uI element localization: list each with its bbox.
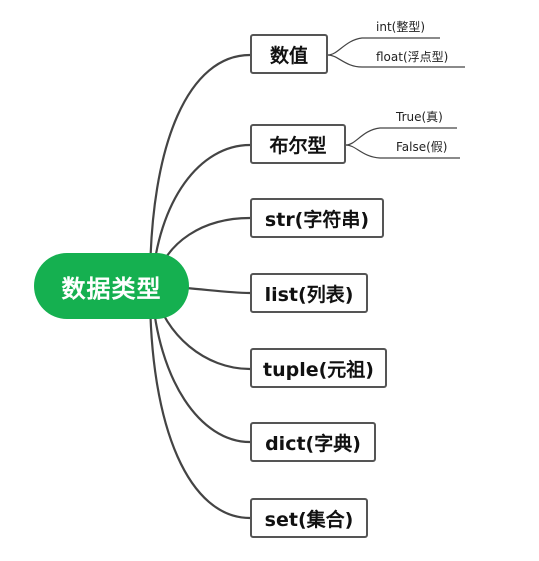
branch-node-dict[interactable]: dict(字典) <box>250 422 376 462</box>
connector-false <box>345 144 460 159</box>
leaf-false[interactable]: False(假) <box>396 140 448 154</box>
leaf-int[interactable]: int(整型) <box>376 20 426 34</box>
connector-int <box>327 37 440 56</box>
branch-node-str[interactable]: str(字符串) <box>250 198 384 238</box>
connector-dict <box>150 288 252 444</box>
connector-list <box>184 286 252 295</box>
connector-set <box>148 288 252 520</box>
leaf-true[interactable]: True(真) <box>396 110 443 124</box>
branch-node-shuzhi[interactable]: 数值 <box>250 34 328 74</box>
branch-node-buer[interactable]: 布尔型 <box>250 124 346 164</box>
root-node[interactable]: 数据类型 <box>34 253 189 319</box>
leaf-float[interactable]: float(浮点型) <box>376 50 449 64</box>
connector-shuzhi <box>148 53 252 287</box>
branch-node-tuple[interactable]: tuple(元祖) <box>250 348 387 388</box>
connector-true <box>345 127 457 146</box>
branch-node-list[interactable]: list(列表) <box>250 273 368 313</box>
branch-node-set[interactable]: set(集合) <box>250 498 368 538</box>
connector-float <box>327 54 465 68</box>
